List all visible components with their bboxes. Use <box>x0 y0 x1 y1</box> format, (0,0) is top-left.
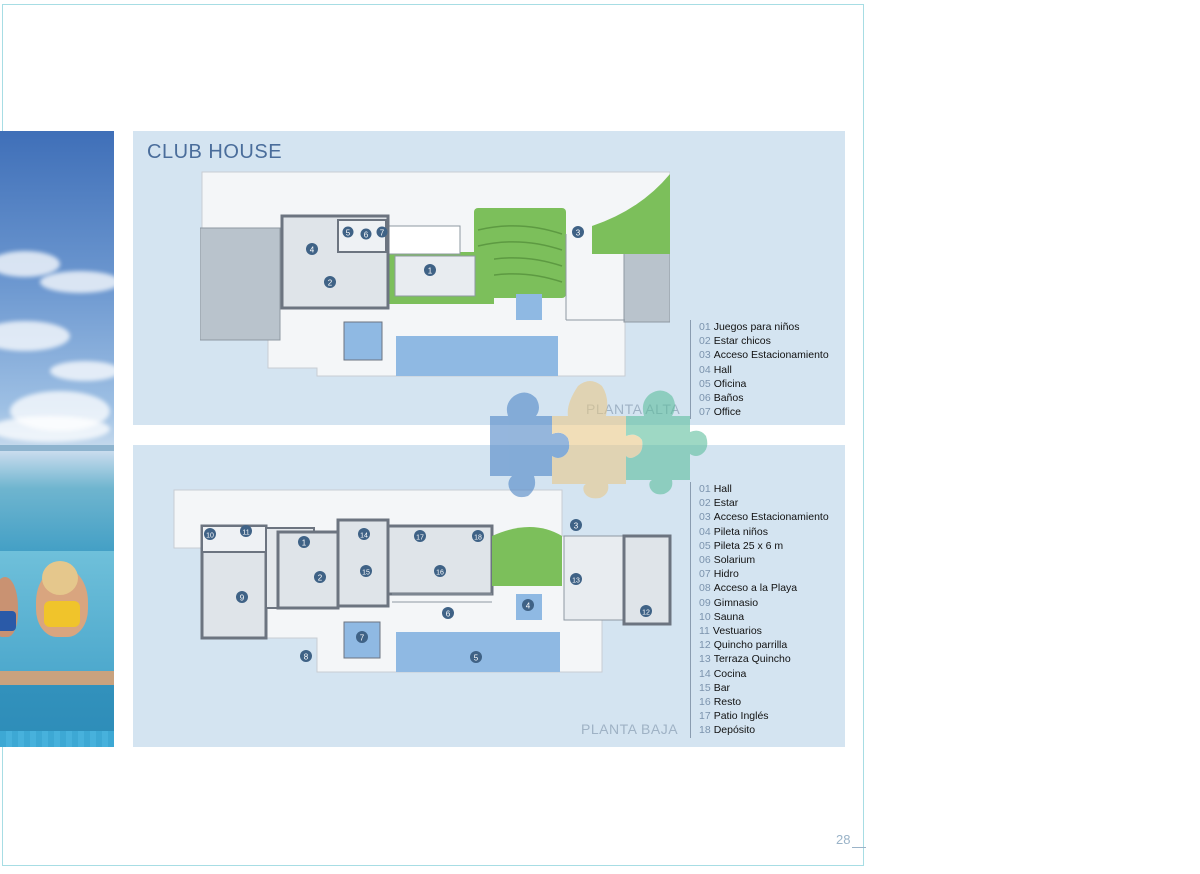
svg-text:16: 16 <box>436 570 444 577</box>
svg-text:12: 12 <box>642 610 650 617</box>
page-title: CLUB HOUSE <box>147 141 283 163</box>
marker-2: 2 <box>324 276 336 288</box>
svg-text:10: 10 <box>206 533 214 540</box>
marker-14: 14 <box>358 528 370 540</box>
marker-5: 5 <box>470 651 482 663</box>
marker-7: 7 <box>376 226 388 238</box>
svg-text:4: 4 <box>526 602 531 611</box>
page-number: 28 <box>836 832 851 847</box>
svg-text:5: 5 <box>474 654 479 663</box>
marker-17: 17 <box>414 530 426 542</box>
resort-pool-photo <box>0 131 114 747</box>
svg-text:2: 2 <box>328 279 333 288</box>
page-number-divider <box>852 847 866 848</box>
marker-8: 8 <box>300 650 312 662</box>
puzzle-logo-icon <box>490 381 708 499</box>
marker-6: 6 <box>442 607 454 619</box>
svg-text:11: 11 <box>242 530 249 537</box>
planta-baja-floor-plan <box>173 489 672 673</box>
svg-text:6: 6 <box>364 231 369 240</box>
marker-4: 4 <box>306 243 318 255</box>
marker-7: 7 <box>356 631 368 643</box>
svg-text:4: 4 <box>310 246 315 255</box>
svg-text:1: 1 <box>302 539 307 548</box>
marker-11: 11 <box>240 525 252 537</box>
planta-alta-floor-plan <box>200 171 670 377</box>
svg-text:1: 1 <box>428 267 433 276</box>
svg-text:15: 15 <box>362 570 370 577</box>
marker-10: 10 <box>204 528 216 540</box>
svg-text:13: 13 <box>572 578 580 585</box>
marker-15: 15 <box>360 565 372 577</box>
marker-6: 6 <box>360 228 372 240</box>
svg-text:9: 9 <box>240 594 245 603</box>
marker-4: 4 <box>522 599 534 611</box>
svg-text:6: 6 <box>446 610 451 619</box>
svg-text:3: 3 <box>576 229 581 238</box>
svg-text:17: 17 <box>416 535 424 542</box>
marker-2: 2 <box>314 571 326 583</box>
marker-3: 3 <box>570 519 582 531</box>
svg-text:2: 2 <box>318 574 323 583</box>
svg-text:5: 5 <box>346 229 351 238</box>
svg-text:7: 7 <box>380 229 385 238</box>
marker-3: 3 <box>572 226 584 238</box>
marker-1: 1 <box>298 536 310 548</box>
marker-13: 13 <box>570 573 582 585</box>
svg-text:8: 8 <box>304 653 309 662</box>
marker-1: 1 <box>424 264 436 276</box>
svg-text:7: 7 <box>360 634 365 643</box>
planta-alta-markers: 1 2 3 4 5 6 7 <box>306 226 584 288</box>
planta-baja-markers: 1 2 3 4 5 6 7 8 9 10 11 12 13 14 15 16 1… <box>204 519 652 663</box>
svg-text:14: 14 <box>360 533 368 540</box>
marker-5: 5 <box>342 226 354 238</box>
marker-18: 18 <box>472 530 484 542</box>
marker-12: 12 <box>640 605 652 617</box>
planta-baja-label: PLANTA BAJA <box>581 721 679 737</box>
svg-text:3: 3 <box>574 522 579 531</box>
marker-9: 9 <box>236 591 248 603</box>
marker-16: 16 <box>434 565 446 577</box>
svg-text:18: 18 <box>474 535 482 542</box>
